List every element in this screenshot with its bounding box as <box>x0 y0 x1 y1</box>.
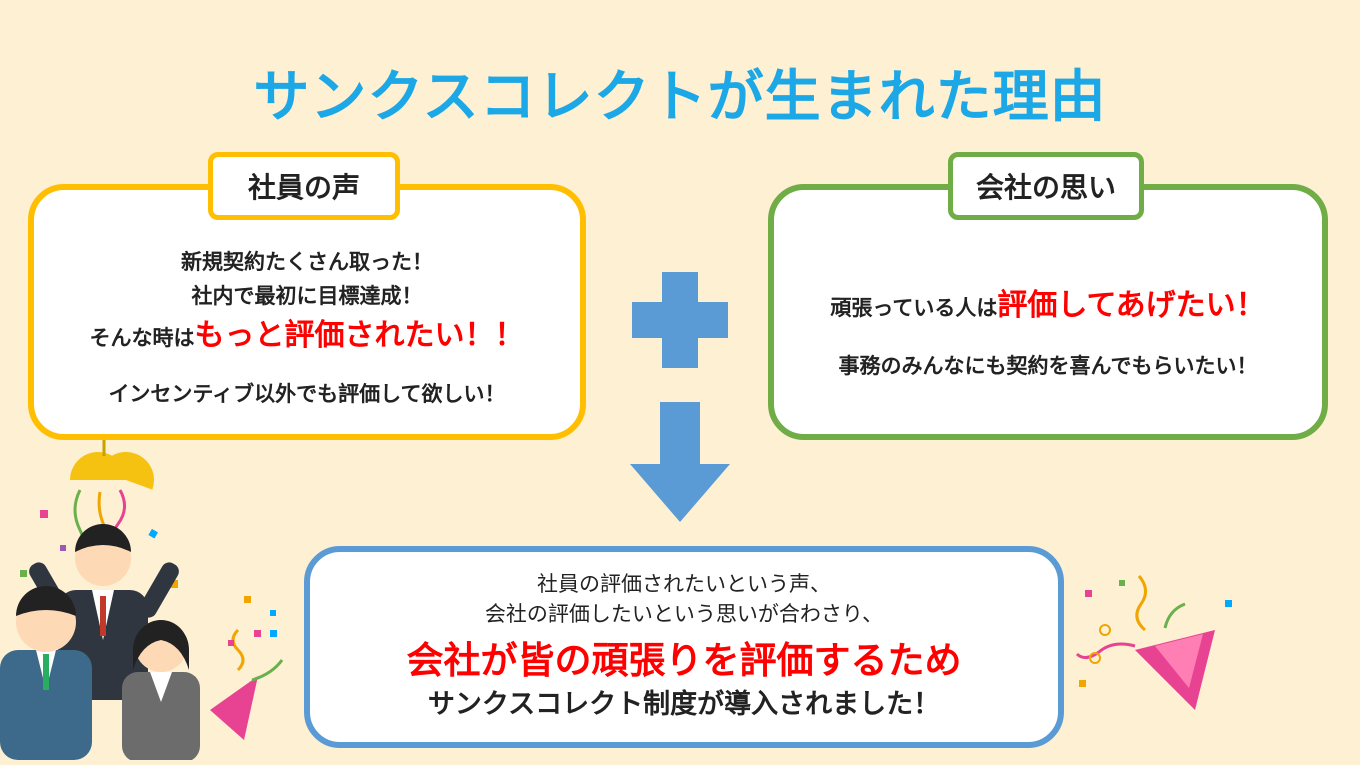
company-thoughts-line-1: 頑張っている人は評価してあげたい！ <box>774 280 1322 324</box>
employee-voice-highlight: もっと評価されたい！！ <box>194 318 525 353</box>
plus-icon <box>632 272 728 368</box>
confetti-icon <box>244 596 276 637</box>
arrow-down-icon <box>630 402 730 522</box>
conclusion-line-1: 社員の評価されたいという声、 <box>537 572 831 596</box>
employee-voice-line-3-prefix: そんな時は <box>89 326 195 350</box>
company-thoughts-highlight: 評価してあげたい！ <box>997 288 1266 323</box>
party-popper-icon <box>1075 575 1232 710</box>
page-title: サンクスコレクトが生まれた理由 <box>253 65 1107 130</box>
employee-voice-line-4: インセンティブ以外でも評価して欲しい！ <box>108 382 506 406</box>
conclusion-box: 社員の評価されたいという声、 会社の評価したいという思いが合わさり、 会社が皆の… <box>304 546 1064 748</box>
company-thoughts-tab: 会社の思い <box>948 152 1144 220</box>
employee-voice-box: 新規契約たくさん取った！ 社内で最初に目標達成！ そんな時はもっと評価されたい！… <box>28 184 586 440</box>
conclusion-highlight: 会社が皆の頑張りを評価するため <box>406 639 962 682</box>
employee-voice-line-2: 社内で最初に目標達成！ <box>191 284 423 308</box>
conclusion-line-4: サンクスコレクト制度が導入されました！ <box>427 689 941 720</box>
employee-voice-line-1: 新規契約たくさん取った！ <box>181 250 433 274</box>
celebrating-people-illustration <box>0 440 284 760</box>
employee-voice-tab: 社員の声 <box>208 152 400 220</box>
company-thoughts-line-1-prefix: 頑張っている人は <box>830 296 998 320</box>
company-thoughts-line-2: 事務のみんなにも契約を喜んでもらいたい！ <box>838 354 1258 378</box>
conclusion-line-2: 会社の評価したいという思いが合わさり、 <box>484 602 884 626</box>
company-thoughts-box: 頑張っている人は評価してあげたい！ 事務のみんなにも契約を喜んでもらいたい！ <box>768 184 1328 440</box>
employee-voice-line-3: そんな時はもっと評価されたい！！ <box>34 310 580 354</box>
